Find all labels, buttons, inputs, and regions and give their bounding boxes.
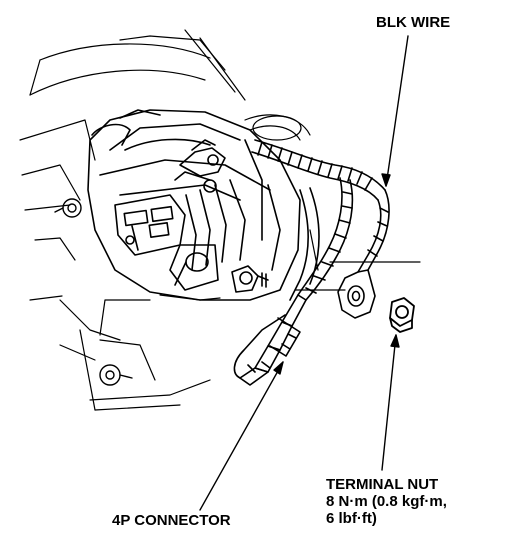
connector-4p bbox=[233, 294, 307, 386]
mounting-bolt-lower bbox=[99, 364, 133, 386]
blk-wire-label: BLK WIRE bbox=[376, 14, 451, 31]
terminal-nut-title: TERMINAL NUT bbox=[326, 476, 439, 493]
alternator-body bbox=[87, 109, 301, 301]
engine-block-outline bbox=[19, 29, 421, 411]
terminal-nut-label: TERMINAL NUT 8 N·m (0.8 kgf·m, 6 lbf·ft) bbox=[326, 476, 447, 527]
connector-4p-label: 4P CONNECTOR bbox=[112, 512, 231, 529]
terminal-nut-torque-metric: 8 N·m (0.8 kgf·m, bbox=[326, 493, 447, 510]
leader-blk-wire bbox=[381, 35, 409, 187]
wire-harness bbox=[251, 139, 390, 319]
b-terminal-stud bbox=[231, 265, 269, 293]
leader-4p-connector bbox=[199, 361, 284, 511]
regulator-housing bbox=[114, 194, 219, 291]
leader-terminal-nut bbox=[381, 334, 400, 471]
alternator-top-fitting bbox=[174, 139, 226, 193]
terminal-nut bbox=[389, 297, 415, 333]
mounting-bolt-left bbox=[54, 198, 82, 218]
terminal-nut-torque-imperial: 6 lbf·ft) bbox=[326, 510, 377, 527]
